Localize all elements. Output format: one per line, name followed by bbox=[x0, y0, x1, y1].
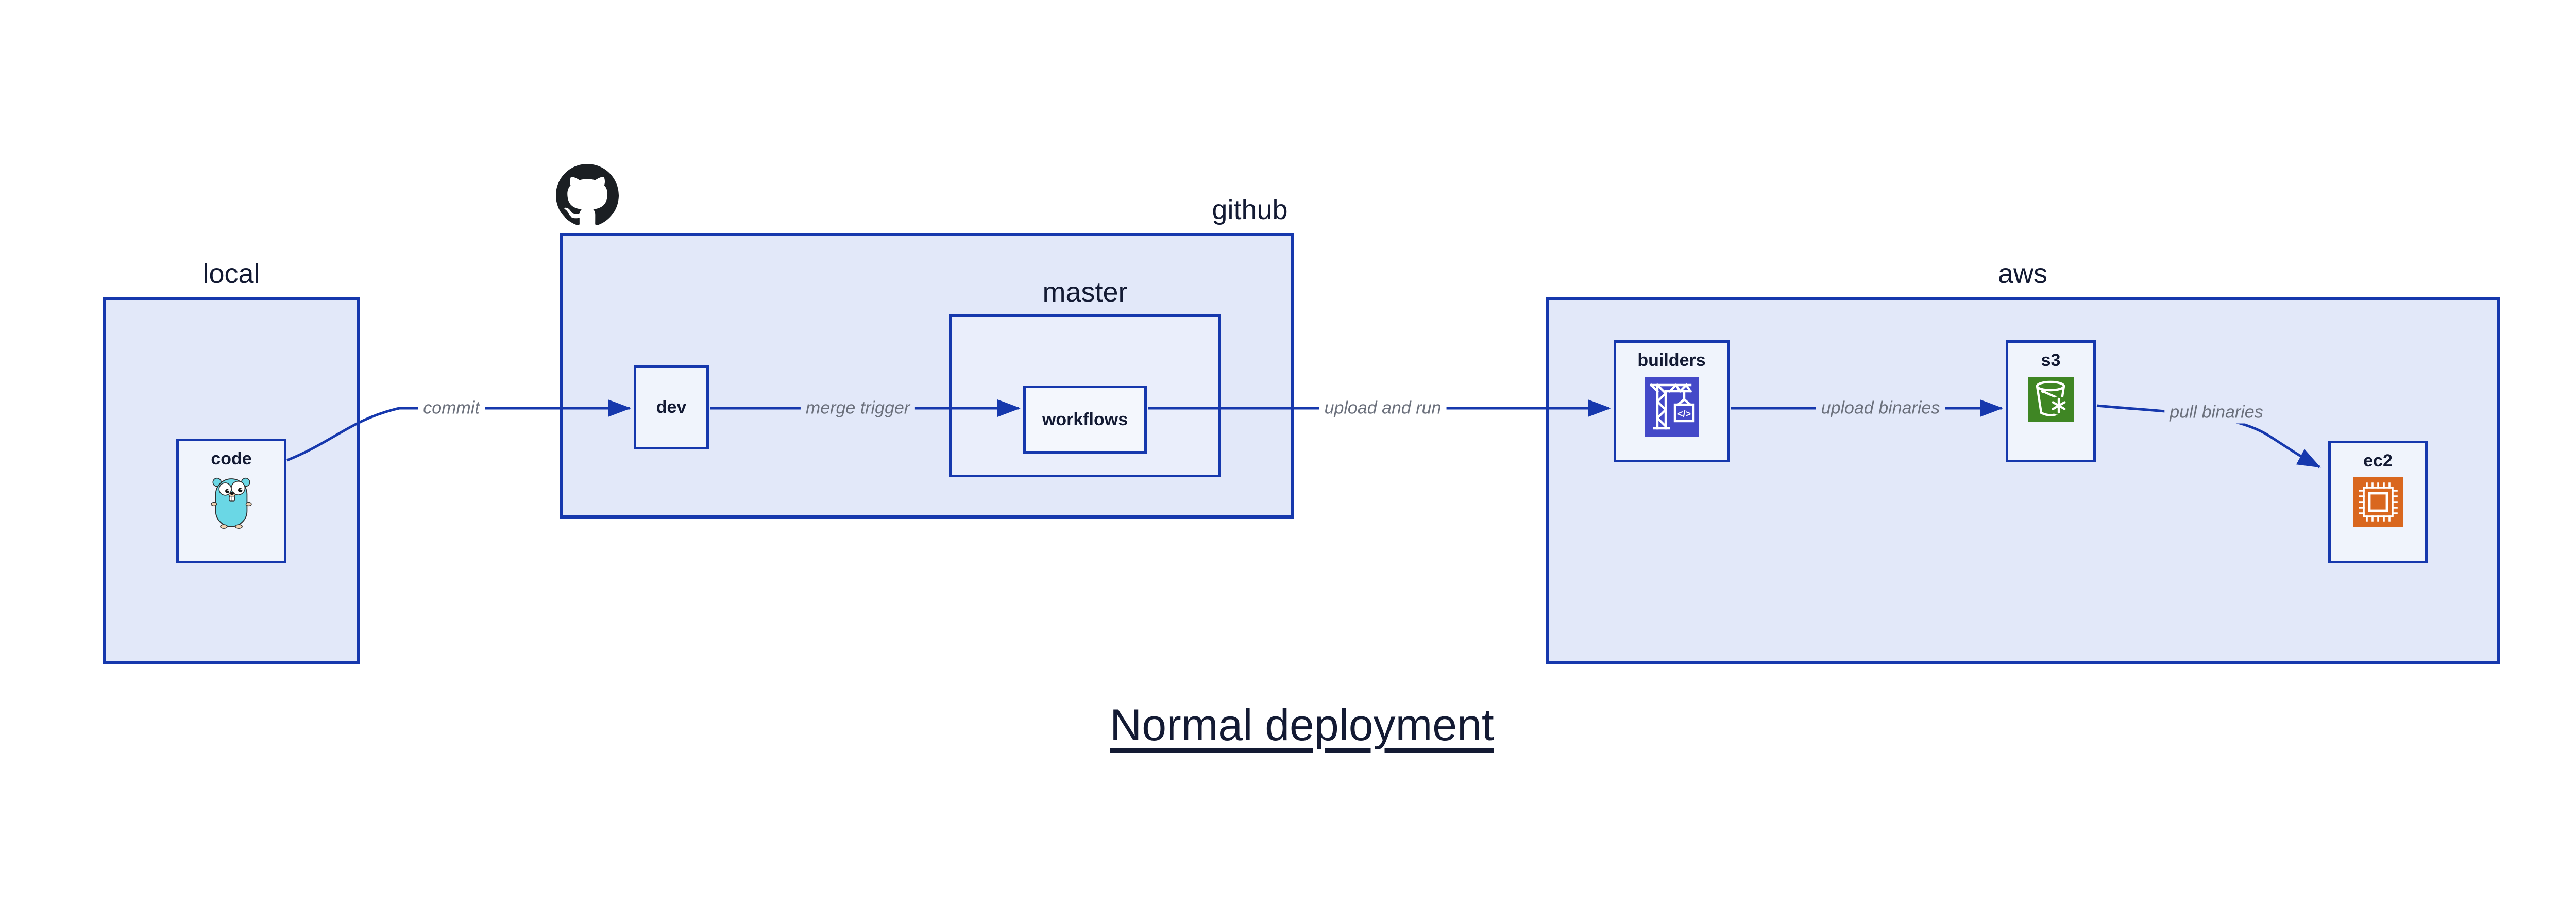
go-gopher-icon bbox=[211, 477, 252, 529]
edge-label-merge-trigger: merge trigger bbox=[800, 397, 916, 420]
codebuild-crane-icon: </> bbox=[1649, 383, 1694, 430]
node-workflows: workflows bbox=[1023, 386, 1147, 454]
edge-label-upload-and-run: upload and run bbox=[1319, 397, 1447, 420]
svg-text:</>: </> bbox=[1677, 409, 1690, 419]
edge-label-commit: commit bbox=[418, 397, 485, 420]
node-label-code: code bbox=[211, 449, 252, 469]
node-label-s3: s3 bbox=[2041, 350, 2061, 370]
node-ec2: ec2 bbox=[2328, 441, 2428, 563]
node-builders: builders </> bbox=[1614, 340, 1730, 462]
node-label-ec2: ec2 bbox=[2363, 451, 2393, 471]
github-octocat-icon bbox=[556, 164, 619, 225]
group-label-local: local bbox=[202, 258, 260, 289]
group-label-github: github bbox=[1212, 194, 1288, 225]
group-label-aws: aws bbox=[1997, 258, 2048, 289]
group-label-master: master bbox=[1042, 277, 1128, 308]
s3-glacier-bucket-icon bbox=[2036, 380, 2068, 416]
node-s3: s3 bbox=[2006, 340, 2096, 462]
node-label-workflows: workflows bbox=[1042, 410, 1128, 429]
node-dev: dev bbox=[634, 365, 709, 449]
node-label-builders: builders bbox=[1637, 350, 1706, 370]
ec2-chip-icon bbox=[2358, 482, 2398, 522]
node-label-dev: dev bbox=[656, 397, 687, 417]
edge-label-pull-binaries: pull binaries bbox=[2164, 401, 2268, 424]
edge-label-upload-binaries: upload binaries bbox=[1816, 397, 1945, 420]
diagram-title: Normal deployment bbox=[1110, 700, 1494, 750]
node-code: code bbox=[176, 439, 286, 563]
